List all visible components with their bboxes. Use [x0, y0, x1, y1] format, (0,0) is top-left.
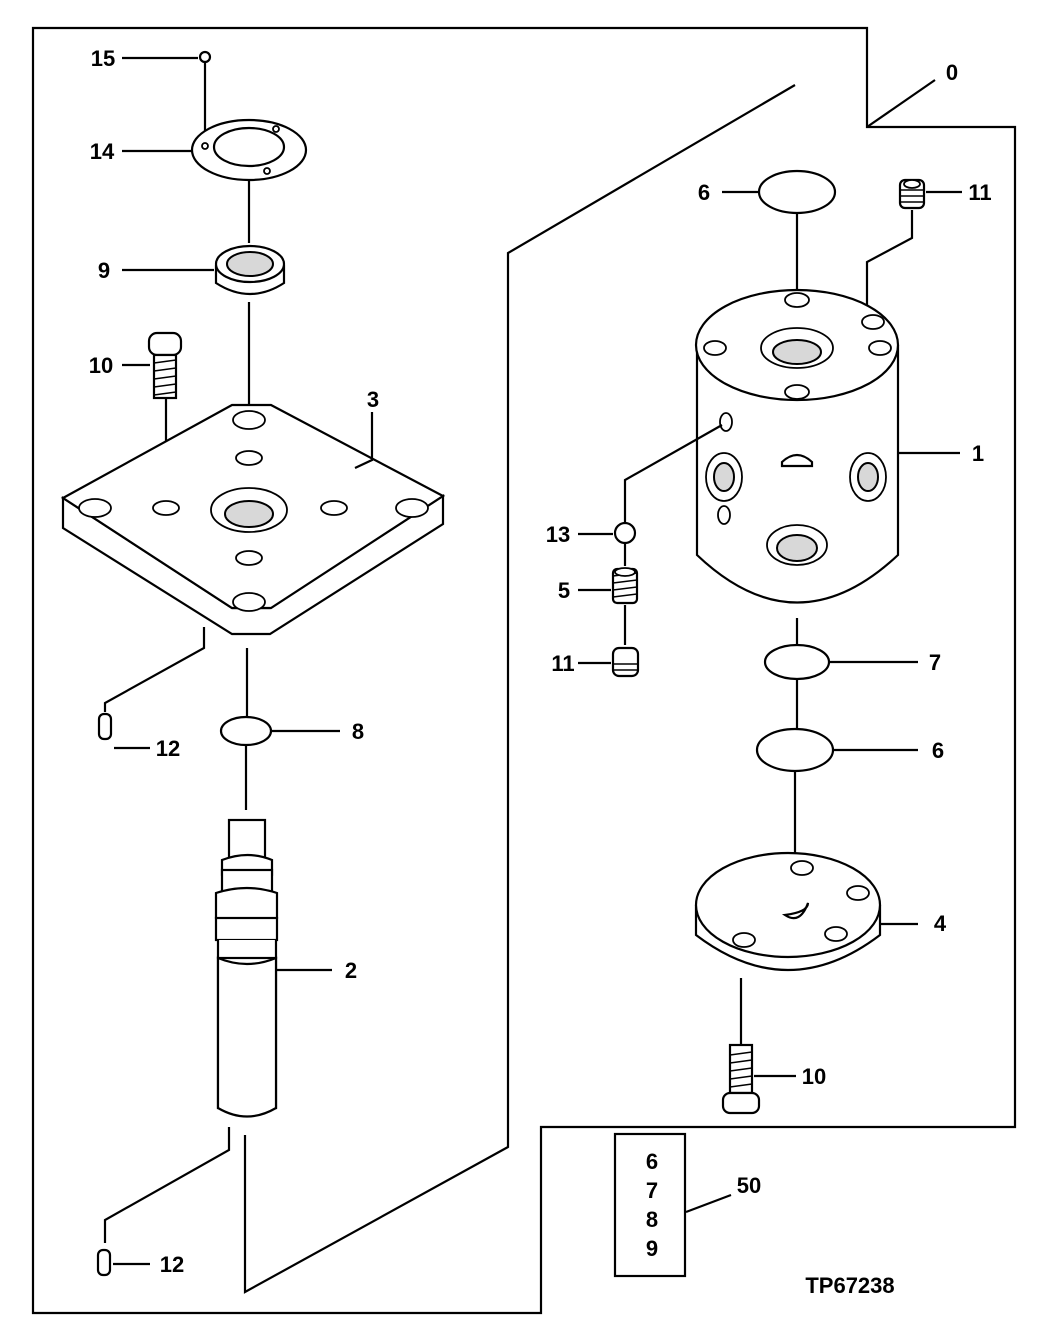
callout-0: 0	[946, 60, 958, 85]
part-12-dowel-upper	[97, 712, 113, 741]
figure-code: TP67238	[805, 1273, 894, 1298]
callout-6-lower: 6	[932, 738, 944, 763]
part-1-valve-body	[694, 288, 900, 604]
callout-4: 4	[934, 911, 947, 936]
callout-13: 13	[546, 522, 570, 547]
part-6-o-ring-top	[757, 169, 837, 215]
callout-2: 2	[345, 958, 357, 983]
part-8-o-ring	[219, 715, 273, 747]
callout-15: 15	[91, 46, 115, 71]
part-3-cover-plate	[60, 403, 446, 636]
callout-11-upper: 11	[968, 180, 991, 205]
kit-box	[613, 1132, 687, 1278]
callout-10-lower: 10	[802, 1064, 826, 1089]
part-9-seal	[214, 244, 286, 295]
part-12-dowel-lower	[96, 1248, 112, 1277]
part-14-ring-plate	[190, 118, 308, 182]
part-11-plug-upper	[898, 178, 926, 210]
callout-8: 8	[352, 719, 364, 744]
kit-item: 8	[646, 1207, 658, 1232]
callout-6-top: 6	[698, 180, 710, 205]
leader-3	[354, 412, 374, 469]
axis-11-1	[865, 210, 914, 320]
callout-10-upper: 10	[89, 353, 113, 378]
part-11-plug-lower	[611, 646, 640, 678]
leader-0	[866, 79, 936, 128]
part-10-bolt-lower	[721, 1043, 761, 1115]
part-6-o-ring-lower	[755, 727, 835, 773]
kit-item: 7	[646, 1178, 658, 1203]
part-5-spring	[611, 567, 639, 605]
part-7-o-ring	[763, 643, 831, 681]
kit-item: 6	[646, 1149, 658, 1174]
divider-line	[243, 84, 796, 1294]
part-4-end-cap	[694, 851, 882, 971]
callout-14: 14	[90, 139, 115, 164]
callout-50: 50	[737, 1173, 761, 1198]
part-15-pin	[198, 50, 212, 140]
callout-3: 3	[367, 387, 379, 412]
callout-1: 1	[972, 441, 984, 466]
leader-body-to-13	[623, 424, 723, 522]
callout-12-upper: 12	[156, 736, 180, 761]
callout-12-lower: 12	[160, 1252, 184, 1277]
kit-item: 9	[646, 1236, 658, 1261]
callout-5: 5	[558, 578, 570, 603]
part-2-spool	[214, 818, 279, 1118]
callout-7: 7	[929, 650, 941, 675]
callout-9: 9	[98, 258, 110, 283]
leader-spool-to-12	[103, 1127, 231, 1243]
part-13-ball	[613, 521, 637, 545]
leader-plate-to-12	[103, 627, 206, 712]
leader-50	[685, 1193, 732, 1214]
part-10-bolt-upper	[147, 331, 183, 400]
assembly-boundary	[31, 26, 1017, 1315]
callout-11-lower: 11	[551, 651, 574, 676]
